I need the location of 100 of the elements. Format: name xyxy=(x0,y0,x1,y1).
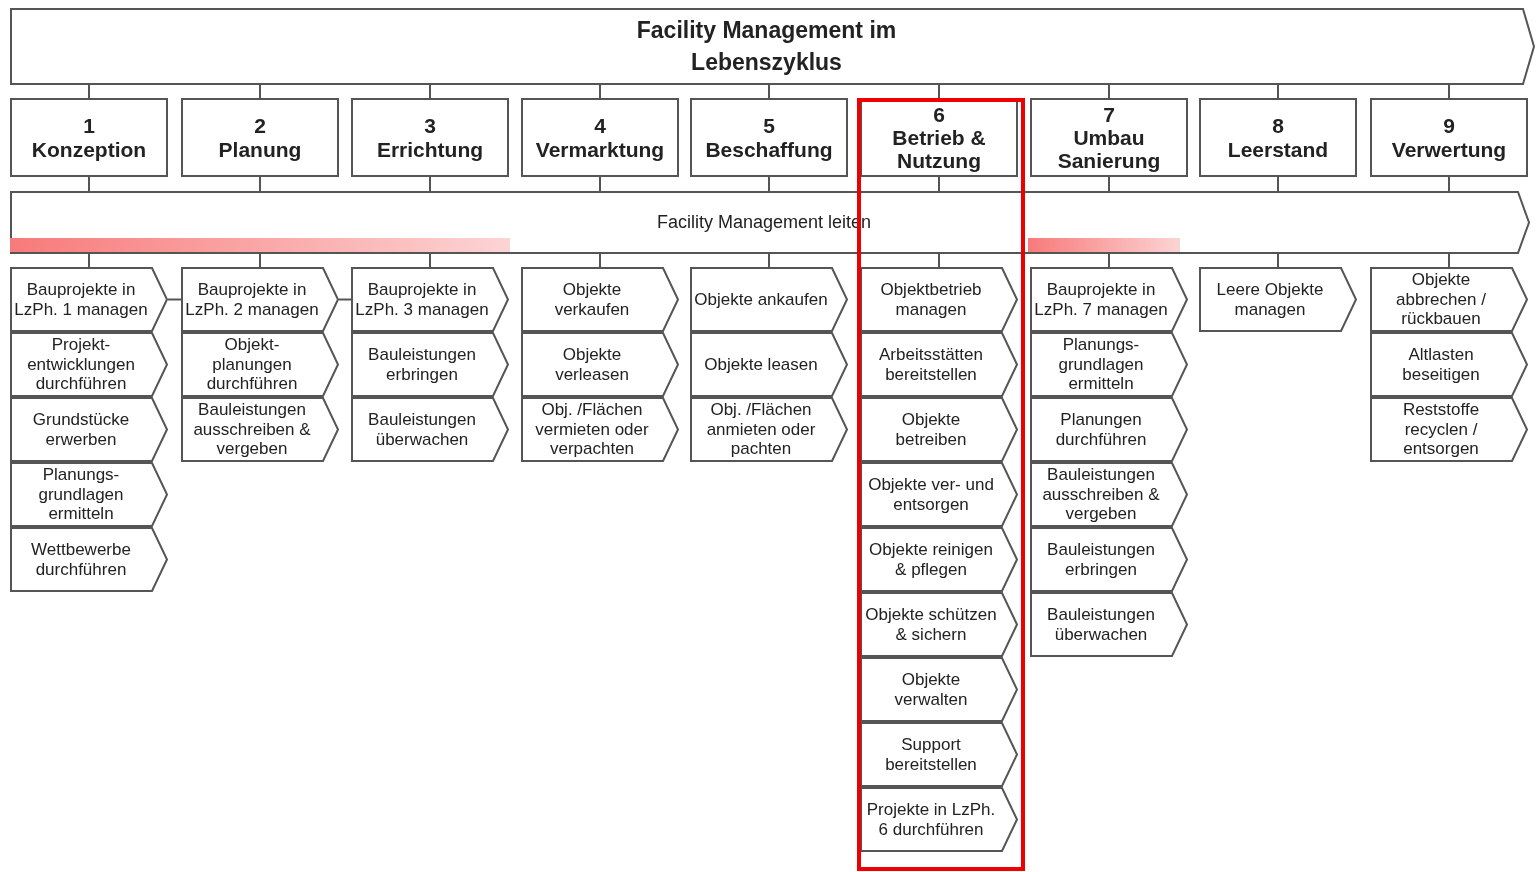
connector-line xyxy=(259,176,261,192)
connector-line xyxy=(768,84,770,99)
process-label: Bauprojekte in LzPh. 1 managen xyxy=(13,279,149,320)
connector-line xyxy=(429,176,431,192)
diagram-heading: Facility Management im Lebenszyklus xyxy=(635,16,898,77)
connector-line xyxy=(1448,253,1450,268)
phase-title: Betrieb & Nutzung xyxy=(891,125,987,173)
chevron-shape xyxy=(351,267,509,332)
process-label: Objekt- planungen durchführen xyxy=(205,334,299,395)
process-label: Wettbewerbe durchführen xyxy=(30,539,132,580)
chevron-shape xyxy=(521,332,679,397)
chevron-shape xyxy=(10,397,168,462)
process-label: Objekte leasen xyxy=(703,354,819,375)
chevron-shape xyxy=(1199,267,1357,332)
process-label: Bauprojekte in LzPh. 3 managen xyxy=(354,279,490,320)
chevron-shape xyxy=(10,332,168,397)
chevron-shape xyxy=(10,462,168,527)
connector-line xyxy=(938,253,940,268)
process-label: Projekte in LzPh. 6 durchführen xyxy=(865,799,997,840)
chevron-shape xyxy=(1370,267,1528,332)
chevron-shape xyxy=(1030,527,1188,592)
process-label: Altlasten beseitigen xyxy=(1401,344,1481,385)
connector-line xyxy=(599,253,601,268)
chevron-shape xyxy=(860,527,1018,592)
process-label: Planungs- grundlagen ermitteln xyxy=(1057,334,1145,395)
connector-line xyxy=(88,253,90,268)
chevron-shape xyxy=(181,397,339,462)
phase-title: Errichtung xyxy=(376,137,484,161)
phase-number: 9 xyxy=(1443,114,1455,138)
connector-line xyxy=(88,84,90,99)
process-label: Objekte ver- und entsorgen xyxy=(867,474,995,515)
process-label: Bauleistungen erbringen xyxy=(367,344,477,385)
process-label: Objekte verleasen xyxy=(554,344,630,385)
connector-line xyxy=(429,84,431,99)
connector-line xyxy=(1277,176,1279,192)
connector-line xyxy=(338,298,352,301)
phase-title: Vermarktung xyxy=(535,137,665,161)
connector-line xyxy=(599,84,601,99)
process-label: Bauleistungen ausschreiben & vergeben xyxy=(1041,464,1161,525)
phase-box xyxy=(1370,98,1528,177)
process-label: Bauleistungen erbringen xyxy=(1046,539,1156,580)
chevron-shape xyxy=(690,397,848,462)
chevron-shape xyxy=(10,527,168,592)
phase-number: 8 xyxy=(1272,114,1284,138)
phase-box xyxy=(521,98,679,177)
process-label: Planungs- grundlagen ermitteln xyxy=(37,464,125,525)
chevron-shape xyxy=(521,267,679,332)
chevron-shape xyxy=(690,332,848,397)
phase-title: Konzeption xyxy=(31,137,147,161)
phase-title: Umbau Sanierung xyxy=(1056,125,1162,173)
phase-number: 4 xyxy=(594,114,606,138)
connector-line xyxy=(88,176,90,192)
phase-box xyxy=(181,98,339,177)
chevron-shape xyxy=(860,592,1018,657)
process-label: Obj. /Flächen anmieten oder pachten xyxy=(705,399,817,460)
connector-line xyxy=(1277,253,1279,268)
process-label: Support bereitstellen xyxy=(884,734,978,775)
chevron-shape xyxy=(1030,397,1188,462)
chevron-shape xyxy=(860,397,1018,462)
process-label: Bauprojekte in LzPh. 7 managen xyxy=(1033,279,1169,320)
phase-box xyxy=(10,98,168,177)
process-label: Objekte schützen & sichern xyxy=(864,604,998,645)
connector-line xyxy=(1448,176,1450,192)
phase-box xyxy=(1030,98,1188,177)
phase-title: Verwertung xyxy=(1391,137,1507,161)
chevron-shape xyxy=(1030,462,1188,527)
phase-number: 1 xyxy=(83,114,95,138)
phase-box xyxy=(1199,98,1357,177)
connector-line xyxy=(1108,84,1110,99)
phase-number: 5 xyxy=(763,114,775,138)
banner-shape xyxy=(10,8,1535,85)
connector-line xyxy=(768,253,770,268)
connector-line xyxy=(599,176,601,192)
chevron-shape xyxy=(860,267,1018,332)
phase-number: 3 xyxy=(424,114,436,138)
phase-number: 6 xyxy=(933,102,945,126)
chevron-shape xyxy=(860,332,1018,397)
chevron-shape xyxy=(521,397,679,462)
connector-line xyxy=(1448,84,1450,99)
connector-line xyxy=(167,298,182,301)
process-label: Objektbetrieb managen xyxy=(879,279,983,320)
chevron-shape xyxy=(1370,397,1528,462)
phase-number: 2 xyxy=(254,114,266,138)
phase-title: Leerstand xyxy=(1227,137,1329,161)
process-label: Objekte verkaufen xyxy=(553,279,631,320)
connector-line xyxy=(768,176,770,192)
process-label: Grundstücke erwerben xyxy=(31,409,131,450)
phase-box xyxy=(351,98,509,177)
process-label: Bauleistungen ausschreiben & vergeben xyxy=(192,399,312,460)
chevron-shape xyxy=(351,397,509,462)
process-label: Objekte ankaufen xyxy=(693,289,829,310)
chevron-shape xyxy=(690,267,848,332)
connector-line xyxy=(938,84,940,99)
process-label: Bauprojekte in LzPh. 2 managen xyxy=(184,279,320,320)
connector-line xyxy=(1108,176,1110,192)
connector-line xyxy=(938,176,940,192)
process-label: Objekte abbrechen / rückbauen xyxy=(1395,269,1487,330)
connector-line xyxy=(1108,253,1110,268)
process-label: Arbeitsstätten bereitstellen xyxy=(878,344,984,385)
chevron-shape xyxy=(860,462,1018,527)
